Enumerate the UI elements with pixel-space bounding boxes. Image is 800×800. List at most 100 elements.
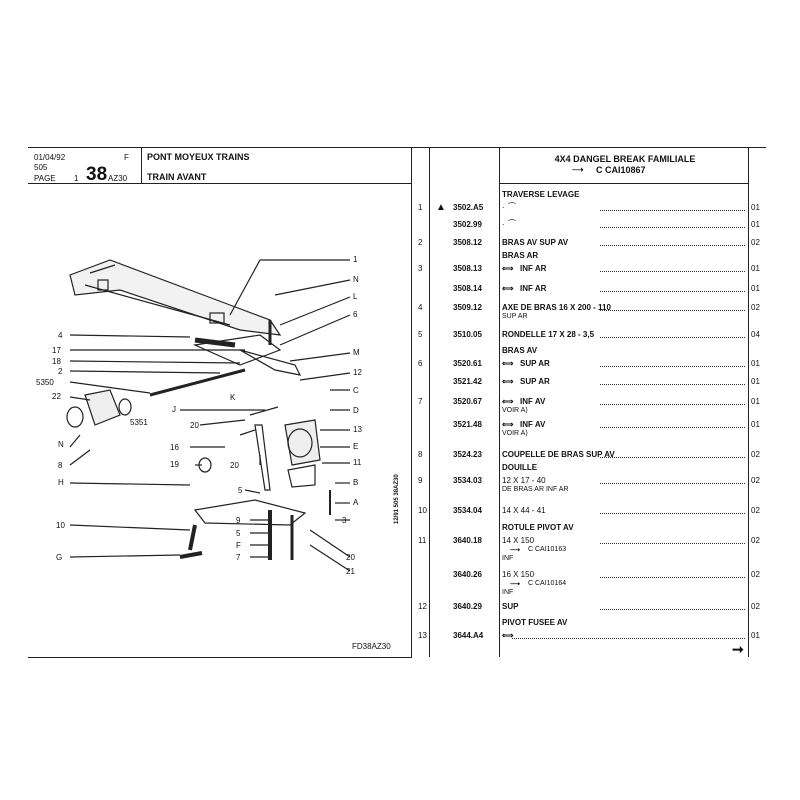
row-ref: 3640.18 [453, 536, 482, 545]
svg-text:F: F [236, 541, 241, 550]
svg-text:19: 19 [170, 460, 179, 469]
row-qty: 02 [751, 536, 760, 545]
dot-leader [600, 384, 745, 385]
dot-leader [600, 337, 745, 338]
dot-leader [600, 310, 745, 311]
row-ref: 3640.29 [453, 602, 482, 611]
svg-text:22: 22 [52, 392, 61, 401]
dot-leader [600, 609, 745, 610]
svg-text:M: M [353, 348, 360, 357]
row-qty: 02 [751, 476, 760, 485]
svg-text:N: N [353, 275, 359, 284]
row-qty: 01 [751, 284, 760, 293]
curved-arrow-icon: ⌒ [508, 202, 516, 211]
row-ref: 3521.42 [453, 377, 482, 386]
svg-text:16: 16 [170, 443, 179, 452]
svg-text:5351: 5351 [130, 418, 148, 427]
center-divider [411, 147, 412, 657]
row-desc: 14 X 150 [502, 536, 535, 545]
dot-leader [600, 245, 745, 246]
next-page-arrow-icon[interactable]: ➞ [732, 641, 744, 657]
header-date: 01/04/92 [34, 153, 66, 162]
row-qty: 04 [751, 330, 760, 339]
svg-text:J: J [172, 405, 176, 414]
row-desc: SUP [502, 602, 519, 611]
double-arrow-icon: ⟺ [502, 377, 514, 386]
dot-leader [600, 457, 745, 458]
row-qty: 01 [751, 359, 760, 368]
curved-arrow-icon: ⌒ [508, 219, 516, 228]
right-title: 4X4 DANGEL BREAK FAMILIALE [554, 154, 696, 164]
row-desc: COUPELLE DE BRAS SUP AV [502, 450, 615, 459]
svg-text:E: E [353, 442, 358, 451]
dot-leader [600, 427, 745, 428]
dot-leader [600, 271, 745, 272]
svg-text:11: 11 [353, 458, 362, 467]
row-ref: 3521.48 [453, 420, 482, 429]
double-arrow-icon: ⟺ [502, 631, 514, 640]
row-sub: C CAI10163 [528, 546, 567, 553]
row-ref: 3510.05 [453, 330, 482, 339]
row-heading: BRAS AR [502, 251, 539, 260]
top-rule [28, 147, 766, 148]
row-qty: 01 [751, 203, 760, 212]
row-desc: RONDELLE 17 X 28 - 3,5 [502, 330, 595, 339]
svg-text:7: 7 [236, 553, 241, 562]
row-ref: 3502.99 [453, 220, 482, 229]
row-desc: 16 X 150 [502, 570, 535, 579]
row-index: 13 [418, 631, 427, 640]
svg-text:12: 12 [353, 368, 362, 377]
dot-leader [600, 404, 745, 405]
row-qty: 01 [751, 397, 760, 406]
row-sub: VOIR A) [502, 407, 528, 414]
row-heading: ROTULE PIVOT AV [502, 523, 574, 532]
row-heading: PIVOT FUSEE AV [502, 618, 568, 627]
row-index: 6 [418, 359, 423, 368]
row-sub: DE BRAS AR INF AR [502, 486, 569, 493]
row-qty: 01 [751, 377, 760, 386]
row-mark: ▲ [436, 202, 446, 213]
row-ref: 3644.A4 [453, 631, 484, 640]
left-header-rule [28, 183, 411, 184]
svg-text:5: 5 [236, 529, 241, 538]
dot-leader [600, 577, 745, 578]
row-sub2: INF [502, 555, 514, 562]
row-index: 8 [418, 450, 423, 459]
svg-text:H: H [58, 478, 64, 487]
row-index: 11 [418, 536, 427, 545]
dot-leader [600, 291, 745, 292]
section-title: PONT MOYEUX TRAINS [147, 152, 250, 162]
header-lang: F [124, 153, 129, 162]
subsection-title: TRAIN AVANT [147, 172, 207, 182]
svg-text:20: 20 [346, 553, 355, 562]
row-sub: VOIR A) [502, 430, 528, 437]
svg-text:13: 13 [353, 425, 362, 434]
header-divider [141, 147, 142, 183]
row-sub2: INF [502, 589, 514, 596]
row-desc: INF AR [520, 284, 547, 293]
svg-text:3: 3 [342, 516, 347, 525]
row-ref: 3502.A5 [453, 203, 484, 212]
col-qty-rule [748, 147, 749, 657]
row-index: 7 [418, 397, 423, 406]
row-ref: 3640.26 [453, 570, 482, 579]
double-arrow-icon: ⟺ [502, 284, 514, 293]
row-sub: C CAI10164 [528, 580, 567, 587]
right-sub-arrow-icon: ⟶ [572, 165, 584, 174]
row-desc: SUP AR [520, 377, 550, 386]
row-index: 4 [418, 303, 423, 312]
row-qty: 01 [751, 420, 760, 429]
header-model: 505 [34, 163, 48, 172]
row-qty: 01 [751, 264, 760, 273]
row-index: 3 [418, 264, 423, 273]
col-ref-rule [499, 147, 500, 657]
row-qty: 02 [751, 303, 760, 312]
double-arrow-icon: ⟺ [502, 359, 514, 368]
row-heading: DOUILLE [502, 463, 538, 472]
svg-text:5: 5 [238, 486, 243, 495]
double-arrow-icon: ⟺ [502, 264, 514, 273]
svg-text:17: 17 [52, 346, 61, 355]
svg-text:A: A [353, 498, 359, 507]
row-index: 1 [418, 203, 423, 212]
row-desc: · [502, 220, 505, 229]
